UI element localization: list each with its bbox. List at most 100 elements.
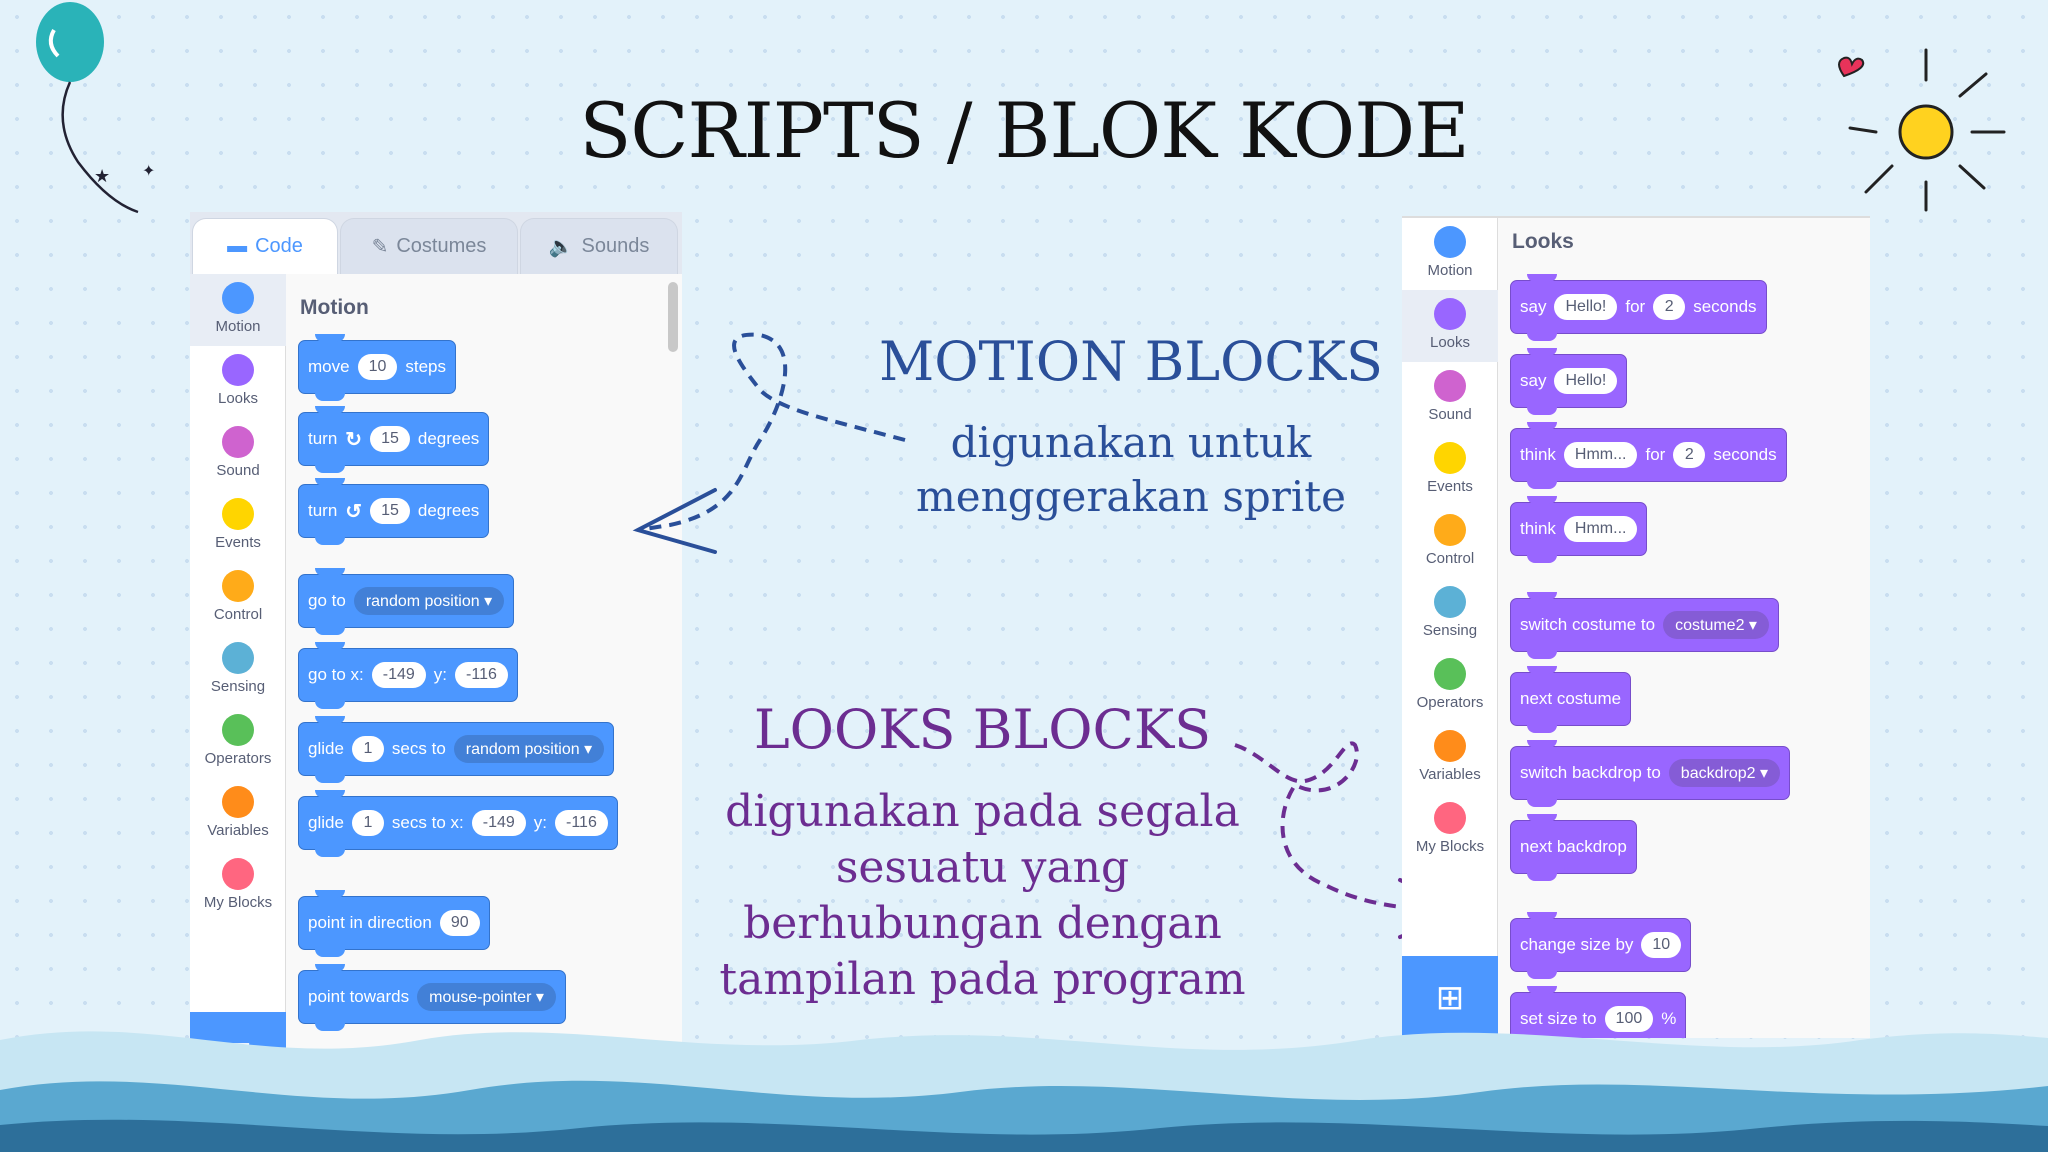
looks-blocks-heading: LOOKS BLOCKS	[753, 698, 1212, 761]
category-sensing[interactable]: Sensing	[1402, 578, 1498, 650]
category-variables[interactable]: Variables	[1402, 722, 1498, 794]
target-dropdown[interactable]: random position ▾	[453, 735, 605, 763]
block-say-for-secs[interactable]: say Hello! for 2 seconds	[1510, 274, 1767, 341]
palette-heading: Looks	[1512, 230, 1574, 253]
costume-dropdown[interactable]: costume2 ▾	[1663, 611, 1769, 639]
block-think[interactable]: think Hmm...	[1510, 496, 1648, 563]
control-dot-icon	[222, 570, 254, 602]
tab-costumes[interactable]: ✎ Costumes	[340, 218, 518, 274]
block-turn-right[interactable]: turn ↻ 15 degrees	[298, 406, 490, 473]
sun-icon	[1838, 48, 2006, 212]
x-input[interactable]: -149	[371, 662, 426, 688]
tab-sounds[interactable]: 🔈 Sounds	[520, 218, 678, 274]
category-sensing[interactable]: Sensing	[190, 634, 286, 706]
looks-blocks-description: digunakan pada segala sesuatu yang berhu…	[719, 786, 1246, 1005]
secs-input[interactable]: 2	[1673, 442, 1706, 468]
wave-decoration	[0, 1031, 2048, 1152]
target-dropdown[interactable]: random position ▾	[353, 587, 505, 615]
category-operators[interactable]: Operators	[190, 706, 286, 778]
message-input[interactable]: Hello!	[1554, 368, 1618, 394]
secs-input[interactable]: 2	[1653, 294, 1686, 320]
block-switch-backdrop[interactable]: switch backdrop to backdrop2 ▾	[1510, 740, 1790, 807]
block-point-direction[interactable]: point in direction 90	[298, 890, 490, 957]
variables-dot-icon	[1434, 730, 1466, 762]
category-control[interactable]: Control	[1402, 506, 1498, 578]
variables-dot-icon	[222, 786, 254, 818]
category-sound[interactable]: Sound	[190, 418, 286, 490]
block-go-to[interactable]: go to random position ▾	[298, 568, 515, 635]
category-variables[interactable]: Variables	[190, 778, 286, 850]
category-motion[interactable]: Motion	[1402, 218, 1498, 290]
category-motion[interactable]: Motion	[190, 274, 286, 346]
target-dropdown[interactable]: mouse-pointer ▾	[417, 983, 556, 1011]
category-sound[interactable]: Sound	[1402, 362, 1498, 434]
my-blocks-dot-icon	[1434, 802, 1466, 834]
motion-blocks-description: digunakan untuk menggerakan sprite	[915, 418, 1347, 521]
block-point-towards[interactable]: point towards mouse-pointer ▾	[298, 964, 566, 1031]
size-input[interactable]: 10	[1641, 932, 1682, 958]
message-input[interactable]: Hmm...	[1563, 516, 1638, 542]
block-switch-costume[interactable]: switch costume to costume2 ▾	[1510, 592, 1779, 659]
brush-icon: ✎	[371, 236, 389, 258]
slide-title: SCRIPTS / BLOK KODE	[579, 86, 1469, 175]
category-control[interactable]: Control	[190, 562, 286, 634]
category-column: Motion Looks Sound Events Control Sensin…	[1402, 218, 1498, 1038]
motion-dot-icon	[1434, 226, 1466, 258]
category-my-blocks[interactable]: My Blocks	[190, 850, 286, 922]
svg-text:★: ★	[94, 166, 110, 186]
looks-dot-icon	[222, 354, 254, 386]
tab-code[interactable]: ▬ Code	[192, 218, 338, 274]
palette-scrollbar[interactable]	[668, 282, 678, 352]
block-next-backdrop[interactable]: next backdrop	[1510, 814, 1637, 881]
scratch-panel-motion: ▬ Code ✎ Costumes 🔈 Sounds Motion Looks …	[190, 212, 682, 1096]
y-input[interactable]: -116	[455, 662, 508, 688]
block-turn-left[interactable]: turn ↺ 15 degrees	[298, 478, 490, 545]
size-input[interactable]: 100	[1604, 1006, 1654, 1032]
block-move-steps[interactable]: move 10 steps	[298, 334, 457, 401]
block-say[interactable]: say Hello!	[1510, 348, 1628, 415]
degrees-input[interactable]: 15	[370, 426, 410, 452]
palette-heading: Motion	[300, 296, 369, 319]
operators-dot-icon	[222, 714, 254, 746]
sound-dot-icon	[1434, 370, 1466, 402]
dashed-arrow-left-icon	[632, 332, 906, 554]
block-next-costume[interactable]: next costume	[1510, 666, 1632, 733]
add-extension-button[interactable]: ⊞	[1402, 956, 1498, 1038]
category-operators[interactable]: Operators	[1402, 650, 1498, 722]
sound-dot-icon	[222, 426, 254, 458]
y-input[interactable]: -116	[555, 810, 608, 836]
scratch-panel-looks: Motion Looks Sound Events Control Sensin…	[1402, 216, 1870, 1038]
block-think-for-secs[interactable]: think Hmm... for 2 seconds	[1510, 422, 1787, 489]
category-looks[interactable]: Looks	[190, 346, 286, 418]
category-looks[interactable]: Looks	[1402, 290, 1498, 362]
sensing-dot-icon	[1434, 586, 1466, 618]
degrees-input[interactable]: 15	[370, 498, 410, 524]
motion-dot-icon	[222, 282, 254, 314]
category-column: Motion Looks Sound Events Control Sensin…	[190, 274, 286, 1096]
block-set-size[interactable]: set size to 100 %	[1510, 986, 1687, 1038]
steps-input[interactable]: 10	[357, 354, 398, 380]
events-dot-icon	[222, 498, 254, 530]
category-my-blocks[interactable]: My Blocks	[1402, 794, 1498, 866]
secs-input[interactable]: 1	[351, 736, 384, 762]
x-input[interactable]: -149	[471, 810, 526, 836]
message-input[interactable]: Hello!	[1554, 294, 1618, 320]
block-glide-xy[interactable]: glide 1 secs to x: -149 y: -116	[298, 790, 618, 857]
category-events[interactable]: Events	[190, 490, 286, 562]
block-go-to-xy[interactable]: go to x: -149 y: -116	[298, 642, 518, 709]
code-icon: ▬	[227, 235, 248, 257]
direction-input[interactable]: 90	[439, 910, 480, 936]
motion-blocks-heading: MOTION BLOCKS	[878, 330, 1384, 393]
backdrop-dropdown[interactable]: backdrop2 ▾	[1668, 759, 1780, 787]
block-glide-to[interactable]: glide 1 secs to random position ▾	[298, 716, 615, 783]
secs-input[interactable]: 1	[351, 810, 384, 836]
rotate-right-icon: ↻	[345, 428, 363, 451]
speaker-icon: 🔈	[548, 236, 574, 258]
message-input[interactable]: Hmm...	[1563, 442, 1638, 468]
editor-tabs: ▬ Code ✎ Costumes 🔈 Sounds	[190, 212, 682, 274]
rotate-left-icon: ↺	[345, 500, 363, 523]
block-change-size[interactable]: change size by 10	[1510, 912, 1692, 979]
control-dot-icon	[1434, 514, 1466, 546]
balloon-icon: ★ ✦	[36, 2, 155, 214]
category-events[interactable]: Events	[1402, 434, 1498, 506]
